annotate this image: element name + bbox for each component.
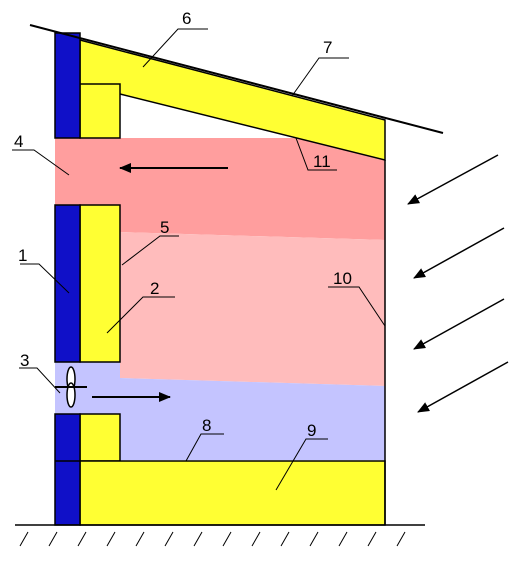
label-7: 7 — [323, 38, 332, 57]
middle-warm-air-zone — [120, 232, 385, 386]
leader-lines — [12, 28, 386, 491]
label-11: 11 — [313, 152, 331, 171]
sun-ray-arrow-icon — [413, 298, 505, 350]
roof-cover-line — [29, 24, 444, 134]
label-1: 1 — [18, 246, 27, 265]
outer-wall-bottom — [54, 413, 81, 526]
sun-ray-arrow-icon — [413, 227, 505, 279]
label-4: 4 — [14, 132, 23, 151]
cool-air-zone — [55, 362, 385, 460]
upper-warm-air-zone — [55, 138, 385, 240]
label-8: 8 — [202, 416, 211, 435]
top-insulation-block — [79, 83, 121, 139]
label-6: 6 — [182, 9, 191, 28]
low-insulation-block — [79, 413, 121, 462]
label-9: 9 — [307, 421, 316, 440]
sun-ray-arrow-icon — [417, 361, 509, 413]
fan-icon — [55, 366, 87, 408]
label-3: 3 — [20, 351, 29, 370]
label-5: 5 — [160, 218, 169, 237]
sun-ray-arrow-icon — [407, 154, 499, 205]
ground-hatch — [19, 531, 406, 547]
label-10: 10 — [333, 269, 352, 288]
mid-insulation-block — [79, 204, 121, 363]
floor-insulation-slab — [79, 460, 386, 526]
label-2: 2 — [150, 279, 159, 298]
outer-wall-top — [54, 32, 81, 139]
